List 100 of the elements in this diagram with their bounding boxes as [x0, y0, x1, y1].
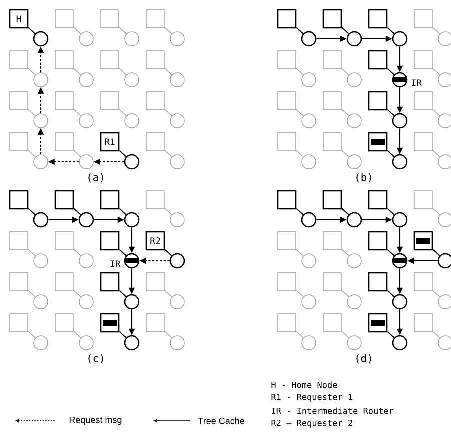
link-line [387, 27, 395, 34]
router-circle [392, 212, 408, 228]
router-circle [170, 32, 185, 46]
key-text: IR - Intermediate Router [272, 408, 394, 414]
core-box [278, 92, 296, 110]
link-line [74, 208, 82, 216]
router-circle [302, 294, 316, 310]
link-line [296, 109, 304, 116]
link-line [342, 331, 350, 338]
link-line [342, 109, 350, 116]
router-circle [301, 31, 317, 47]
link-line [119, 68, 127, 76]
router-circle [346, 31, 362, 47]
core-box [414, 10, 433, 28]
core-box [278, 232, 296, 250]
link-line [28, 249, 36, 256]
router-circle [301, 212, 317, 228]
router-circle [124, 154, 140, 170]
router-circle [79, 294, 94, 310]
link-line [432, 208, 440, 216]
router-circle [347, 294, 362, 310]
router-circle [124, 32, 140, 46]
router-circle [347, 114, 362, 128]
router-circle [347, 72, 362, 88]
router-circle [392, 72, 408, 88]
core-box [368, 91, 388, 111]
link-line [342, 150, 350, 158]
legend-text: Tree Cache [198, 418, 244, 424]
link-line [28, 27, 36, 34]
core-box [323, 232, 342, 250]
core-box [414, 50, 433, 70]
link-line [387, 68, 395, 76]
router-circle [392, 253, 408, 269]
router-circle [347, 336, 362, 350]
router-circle [124, 212, 140, 228]
core-box [10, 132, 28, 152]
router-circle [392, 294, 408, 310]
link-line [432, 109, 440, 116]
router-circle [392, 335, 408, 351]
link-line [432, 331, 440, 338]
router-circle [34, 72, 48, 88]
core-box: H [9, 9, 29, 29]
panel-label: (a) [88, 173, 104, 183]
core-box [146, 132, 165, 152]
router-circle [33, 212, 49, 228]
link-line [164, 68, 172, 76]
core-box [368, 190, 388, 210]
router-circle [347, 154, 362, 170]
link-line [296, 150, 304, 158]
link-line [164, 150, 172, 158]
link-line [28, 331, 36, 338]
router-circle [79, 336, 94, 350]
link-line [164, 331, 172, 338]
link-line [74, 331, 82, 338]
router-circle [392, 154, 408, 170]
core-box [55, 314, 74, 332]
core-box [322, 190, 342, 210]
core-box [414, 132, 433, 152]
core-box: R1 [100, 132, 120, 152]
router-circle [302, 336, 316, 350]
core-box [100, 50, 120, 70]
core-box [10, 92, 28, 110]
link-line [28, 68, 36, 76]
router-circle [170, 212, 185, 228]
router-circle [78, 212, 94, 228]
link-line [296, 331, 304, 338]
core-box [146, 50, 165, 70]
core-box [323, 92, 342, 110]
core-box [414, 190, 433, 210]
router-circle [302, 72, 316, 88]
core-box [277, 190, 297, 210]
link-line [342, 68, 350, 76]
core-box [10, 232, 28, 250]
link-line [164, 290, 172, 298]
core-box [55, 132, 74, 152]
core-box [414, 314, 433, 332]
link-line [74, 249, 82, 256]
router-circle [170, 72, 185, 88]
link-line [164, 208, 172, 216]
link-line [28, 150, 36, 158]
link-line [387, 249, 395, 256]
core-box [278, 272, 296, 292]
link-line [387, 109, 395, 116]
core-box [100, 190, 120, 210]
link-line [119, 150, 127, 158]
router-circle [79, 154, 94, 170]
link-line [387, 331, 395, 338]
router-circle [34, 114, 48, 128]
core-box [54, 190, 74, 210]
core-box [55, 50, 74, 70]
link-line [28, 290, 36, 298]
link-line [432, 290, 440, 298]
link-line [342, 249, 350, 256]
core-box [100, 231, 120, 251]
link-line [432, 27, 440, 34]
core-box [277, 9, 297, 29]
router-circle [124, 253, 140, 269]
core-box: R2 [146, 231, 166, 251]
core-box [368, 272, 388, 292]
router-circle [170, 294, 185, 310]
